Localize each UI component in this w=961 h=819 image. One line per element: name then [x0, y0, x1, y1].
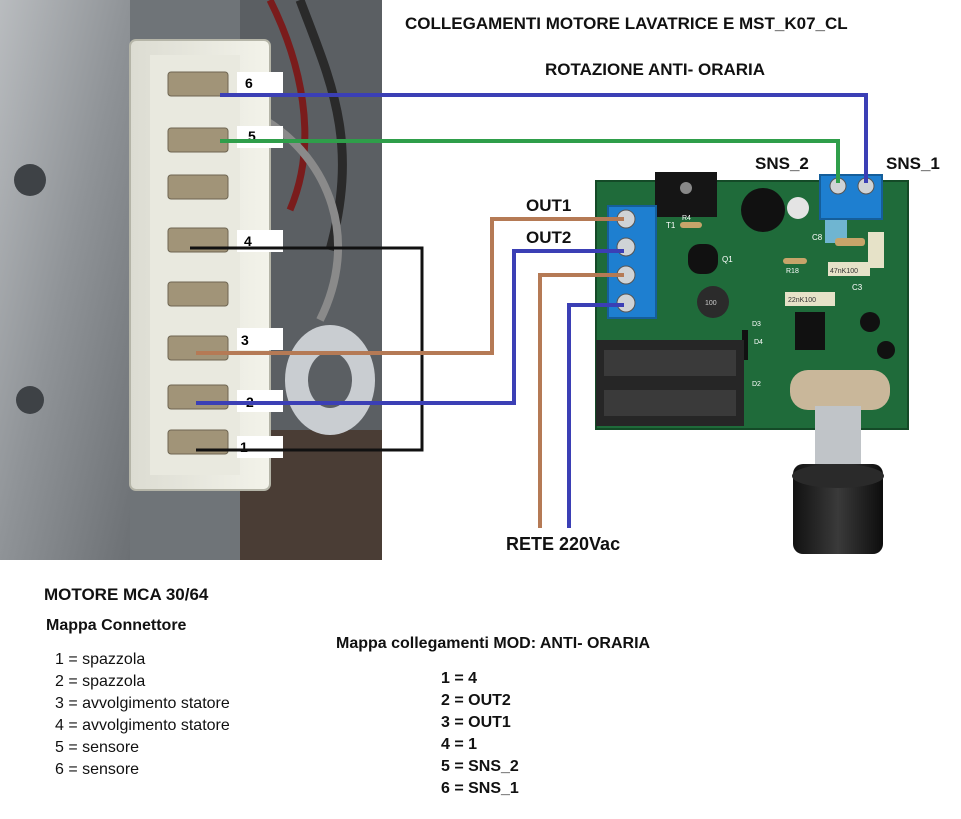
list-item: 3 = OUT1 [441, 714, 511, 731]
connection-map-title: Mappa collegamenti MOD: ANTI- ORARIA [336, 635, 651, 652]
silk-cap1: 47nK100 [830, 268, 858, 275]
pin-label-6: 6 [245, 75, 253, 91]
silk-d3: D3 [752, 321, 761, 328]
pin-label-3: 3 [241, 332, 249, 348]
list-item: 3 = avvolgimento statore [55, 695, 230, 712]
list-item: 2 = spazzola [55, 673, 146, 690]
out1-label: OUT1 [526, 196, 572, 215]
list-item: 4 = 1 [441, 736, 478, 753]
silk-q1: Q1 [722, 255, 733, 264]
motor-title: MOTORE MCA 30/64 [44, 585, 209, 604]
sns2-label: SNS_2 [755, 154, 809, 173]
list-item: 1 = spazzola [55, 651, 146, 668]
page-title: COLLEGAMENTI MOTORE LAVATRICE E MST_K07_… [405, 14, 848, 33]
silk-cap2: 100 [705, 300, 717, 307]
sns1-label: SNS_1 [886, 154, 940, 173]
silk-c3: C3 [852, 283, 863, 292]
list-item: 4 = avvolgimento statore [55, 717, 230, 734]
control-board: T1 C8 47nK100 C3 Q1 R4 R18 100 22nK100 D… [595, 172, 909, 554]
list-item: 6 = SNS_1 [441, 780, 519, 797]
out2-label: OUT2 [526, 228, 572, 247]
list-item: 1 = 4 [441, 670, 478, 687]
motor-photo [0, 0, 382, 560]
pin-label-5: 5 [248, 128, 256, 144]
connection-map-list: 1 = 4 2 = OUT2 3 = OUT1 4 = 1 5 = SNS_2 … [441, 668, 519, 800]
list-item: 6 = sensore [55, 761, 140, 778]
silk-pot: 22nK100 [788, 297, 816, 304]
silk-r4: R4 [682, 215, 691, 222]
list-item: 5 = sensore [55, 739, 140, 756]
list-item: 2 = OUT2 [441, 692, 511, 709]
pin-label-1: 1 [240, 439, 248, 455]
connector-map-title: Mappa Connettore [46, 617, 187, 634]
wires [190, 93, 868, 528]
page-subtitle: ROTAZIONE ANTI- ORARIA [545, 60, 766, 79]
pin-label-4: 4 [244, 233, 252, 249]
list-item: 5 = SNS_2 [441, 758, 519, 775]
wiring-diagram: 6 5 4 3 2 1 T1 C8 47nK100 C3 Q1 R4 R18 1… [0, 0, 909, 560]
silk-d2: D2 [752, 381, 761, 388]
silk-t1: T1 [666, 221, 676, 230]
silk-r18: R18 [786, 268, 799, 275]
connector-map-list: 1 = spazzola 2 = spazzola 3 = avvolgimen… [55, 649, 230, 781]
mains-label: RETE 220Vac [506, 534, 621, 554]
silk-d4: D4 [754, 339, 763, 346]
silk-c8: C8 [812, 233, 823, 242]
